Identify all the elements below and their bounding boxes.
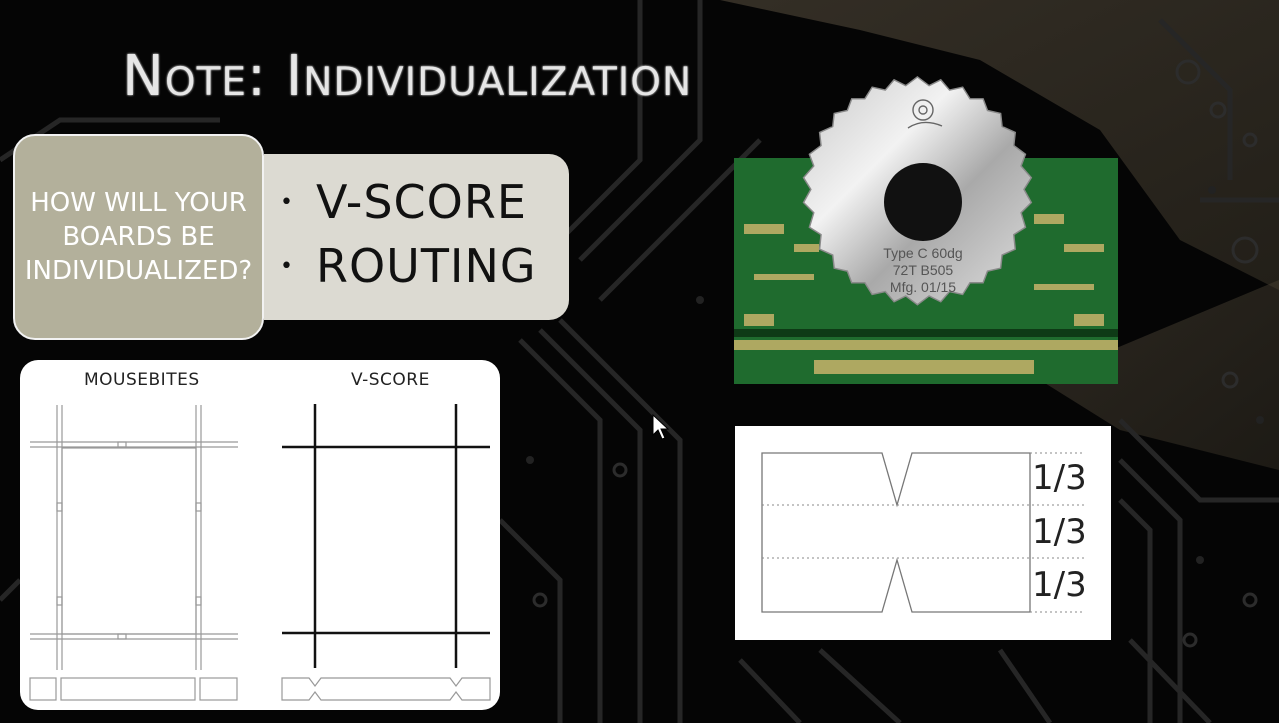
bullet-icon: • xyxy=(280,189,294,215)
question-text: How will your boards be individualized? xyxy=(24,188,253,286)
blade-label-line3: Mfg. 01/15 xyxy=(890,279,956,295)
slide-title: Note: Individualization xyxy=(122,44,693,109)
mouse-cursor-icon xyxy=(652,414,670,440)
option-label: Routing xyxy=(315,239,537,293)
options-box: • V-Score • Routing xyxy=(264,154,569,320)
mousebites-label: Mousebites xyxy=(84,370,200,390)
option-label: V-Score xyxy=(315,175,527,229)
thirds-label-middle: 1/3 xyxy=(1032,512,1087,552)
thirds-label-top: 1/3 xyxy=(1032,458,1087,498)
mousebites-diagram xyxy=(29,404,491,701)
v-score-depth-diagram: 1/3 1/3 1/3 xyxy=(735,426,1111,640)
blade-label-line2: 72T B505 xyxy=(893,262,954,278)
thirds-label-bottom: 1/3 xyxy=(1032,565,1087,605)
bullet-icon: • xyxy=(280,253,294,279)
panel-diagram-card: Mousebites V-Score xyxy=(20,360,500,710)
saw-blade-photo: Type C 60dg 72T B505 Mfg. 01/15 xyxy=(734,76,1118,384)
option-routing: • Routing xyxy=(280,234,569,298)
blade-logo-icon xyxy=(907,99,943,129)
option-v-score: • V-Score xyxy=(280,170,569,234)
blade-label-line1: Type C 60dg xyxy=(883,245,962,261)
v-score-label: V-Score xyxy=(351,370,430,390)
question-box: How will your boards be individualized? xyxy=(13,134,264,340)
